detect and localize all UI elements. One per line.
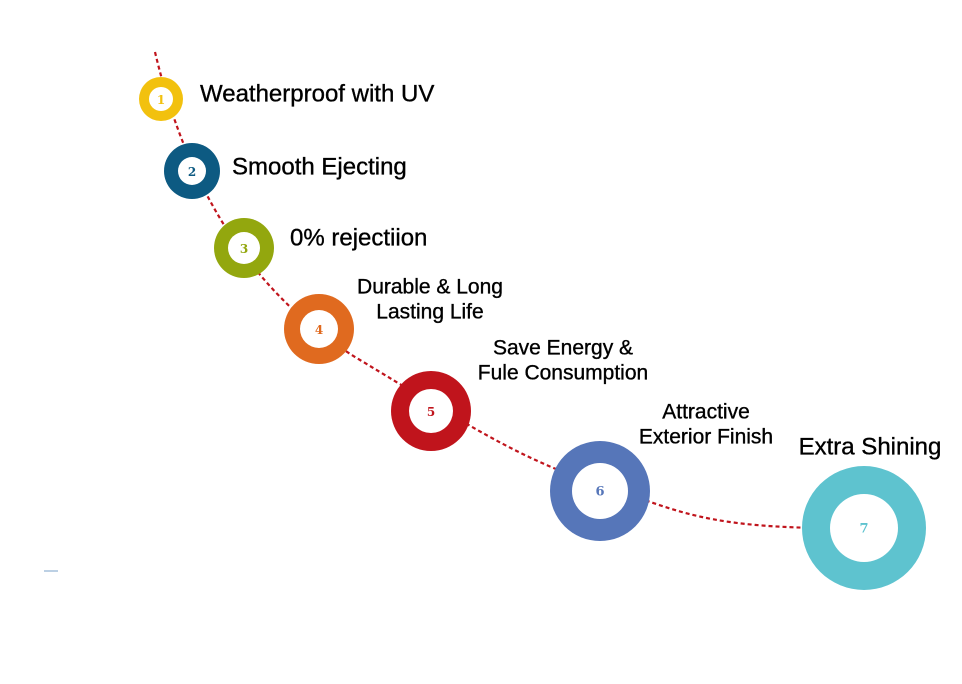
step-7-label-line: Extra Shining <box>799 434 942 461</box>
step-6-center <box>572 463 628 519</box>
step-1-label-line: Weatherproof with UV <box>200 81 434 108</box>
step-2-number: 2 <box>188 165 196 179</box>
step-6-number: 6 <box>595 485 604 500</box>
step-5: 5 Save Energy &Fule Consumption <box>391 336 648 451</box>
step-2-center <box>178 157 206 185</box>
step-5-center <box>409 389 453 433</box>
step-4-number: 4 <box>315 323 323 337</box>
step-2: 2 Smooth Ejecting <box>164 143 407 199</box>
step-7: 7 Extra Shining <box>798 433 942 590</box>
step-4-center <box>300 310 338 348</box>
step-6-label-line: Exterior Finish <box>639 426 773 449</box>
step-7-number: 7 <box>859 522 868 537</box>
step-4-label-line: Lasting Life <box>376 301 483 324</box>
dashed-connector-curve <box>153 51 863 530</box>
step-5-label-line: Save Energy & <box>493 337 633 360</box>
step-5-number: 5 <box>427 405 435 419</box>
step-1: 1 Weatherproof with UV <box>139 77 435 121</box>
step-7-center <box>830 494 898 562</box>
step-2-label: Smooth Ejecting <box>232 154 407 181</box>
step-3-label-line: 0% rejectiion <box>290 225 427 252</box>
step-3-center <box>228 232 260 264</box>
step-6-label-line: Attractive <box>662 401 750 424</box>
step-5-label: Save Energy &Fule Consumption <box>478 337 648 385</box>
step-1-center <box>149 87 173 111</box>
step-3: 3 0% rejectiion <box>214 218 428 278</box>
step-4-label-line: Durable & Long <box>357 276 503 299</box>
step-2-label-line: Smooth Ejecting <box>232 154 407 181</box>
step-nodes: 1 Weatherproof with UV 2 Smooth Ejecting 3 0%… <box>139 77 942 590</box>
step-5-label-line: Fule Consumption <box>478 362 648 385</box>
step-3-number: 3 <box>240 242 248 256</box>
step-1-number: 1 <box>157 93 165 107</box>
step-1-label: Weatherproof with UV <box>200 81 434 108</box>
step-3-label: 0% rejectiion <box>290 225 427 252</box>
step-7-label: Extra Shining <box>799 434 942 461</box>
